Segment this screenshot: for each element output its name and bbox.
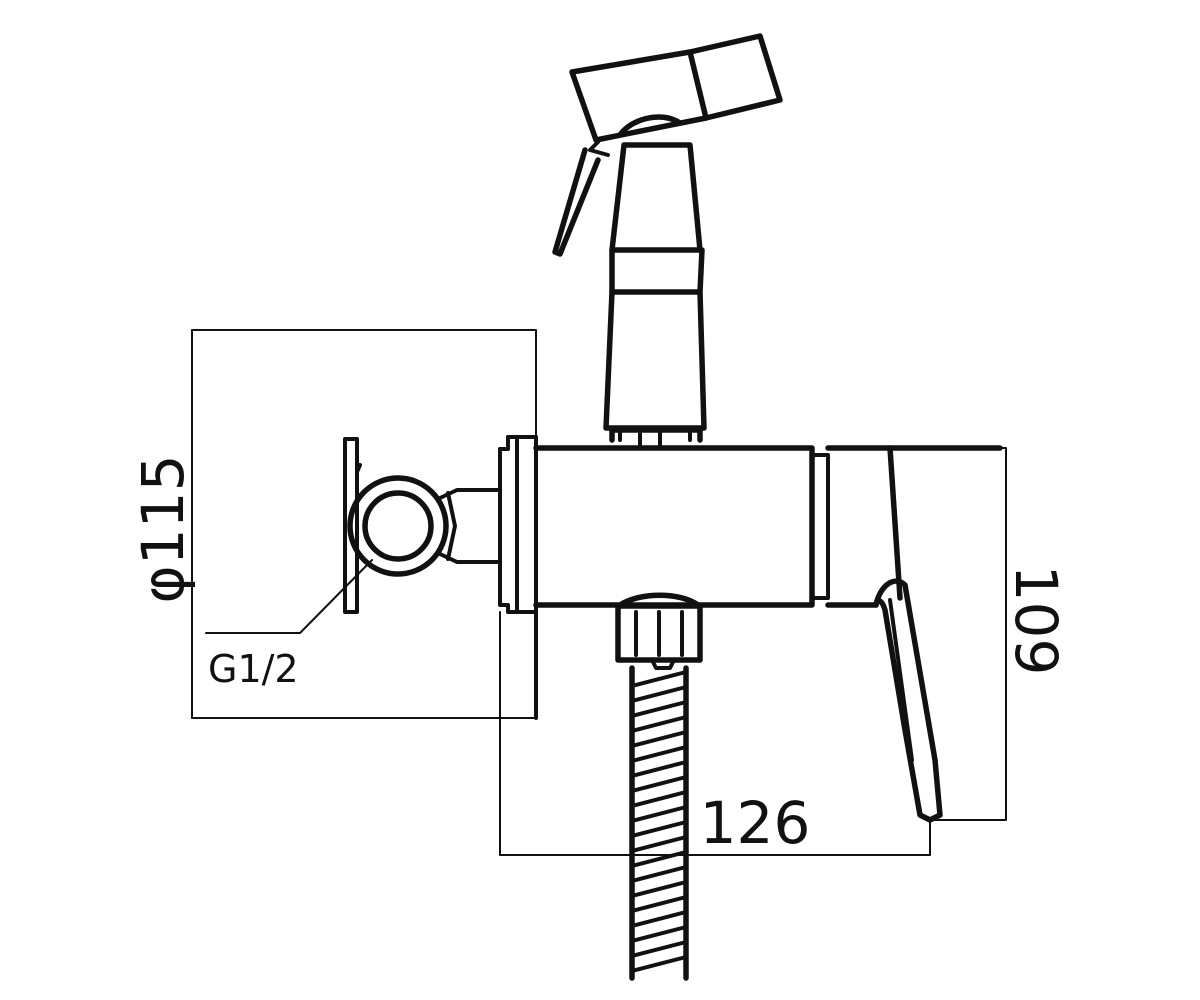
- hose-rib: [630, 685, 688, 703]
- hose-rib: [630, 925, 688, 943]
- hose-rib: [630, 880, 688, 898]
- hose-rib: [630, 865, 688, 883]
- hose-rib: [630, 895, 688, 913]
- thread-label: G1/2: [208, 647, 299, 691]
- diameter-label: φ115: [129, 455, 197, 604]
- hose-rib: [630, 730, 688, 748]
- hose-rib: [630, 715, 688, 733]
- hose-rib: [630, 955, 688, 973]
- valve-body: [533, 445, 830, 608]
- flexible-hose: [629, 665, 689, 981]
- hose-rib: [630, 700, 688, 718]
- inlet-fitting: [343, 437, 502, 614]
- hose-rib: [630, 670, 688, 688]
- dimension-lines: [191, 329, 1007, 856]
- hose-rib: [630, 820, 688, 838]
- hose-rib: [630, 790, 688, 808]
- hose-rib: [630, 940, 688, 958]
- hose-rib: [630, 745, 688, 763]
- hose-rib: [630, 775, 688, 793]
- hose-rib: [630, 910, 688, 928]
- hose-rib: [630, 805, 688, 823]
- hose-rib: [630, 835, 688, 853]
- hand-shower: [552, 33, 783, 447]
- hose-rib: [630, 760, 688, 778]
- hose-connector: [615, 592, 703, 670]
- depth-label: 126: [700, 789, 811, 857]
- lever-handle: [825, 445, 1003, 823]
- height-label: 109: [1002, 565, 1070, 676]
